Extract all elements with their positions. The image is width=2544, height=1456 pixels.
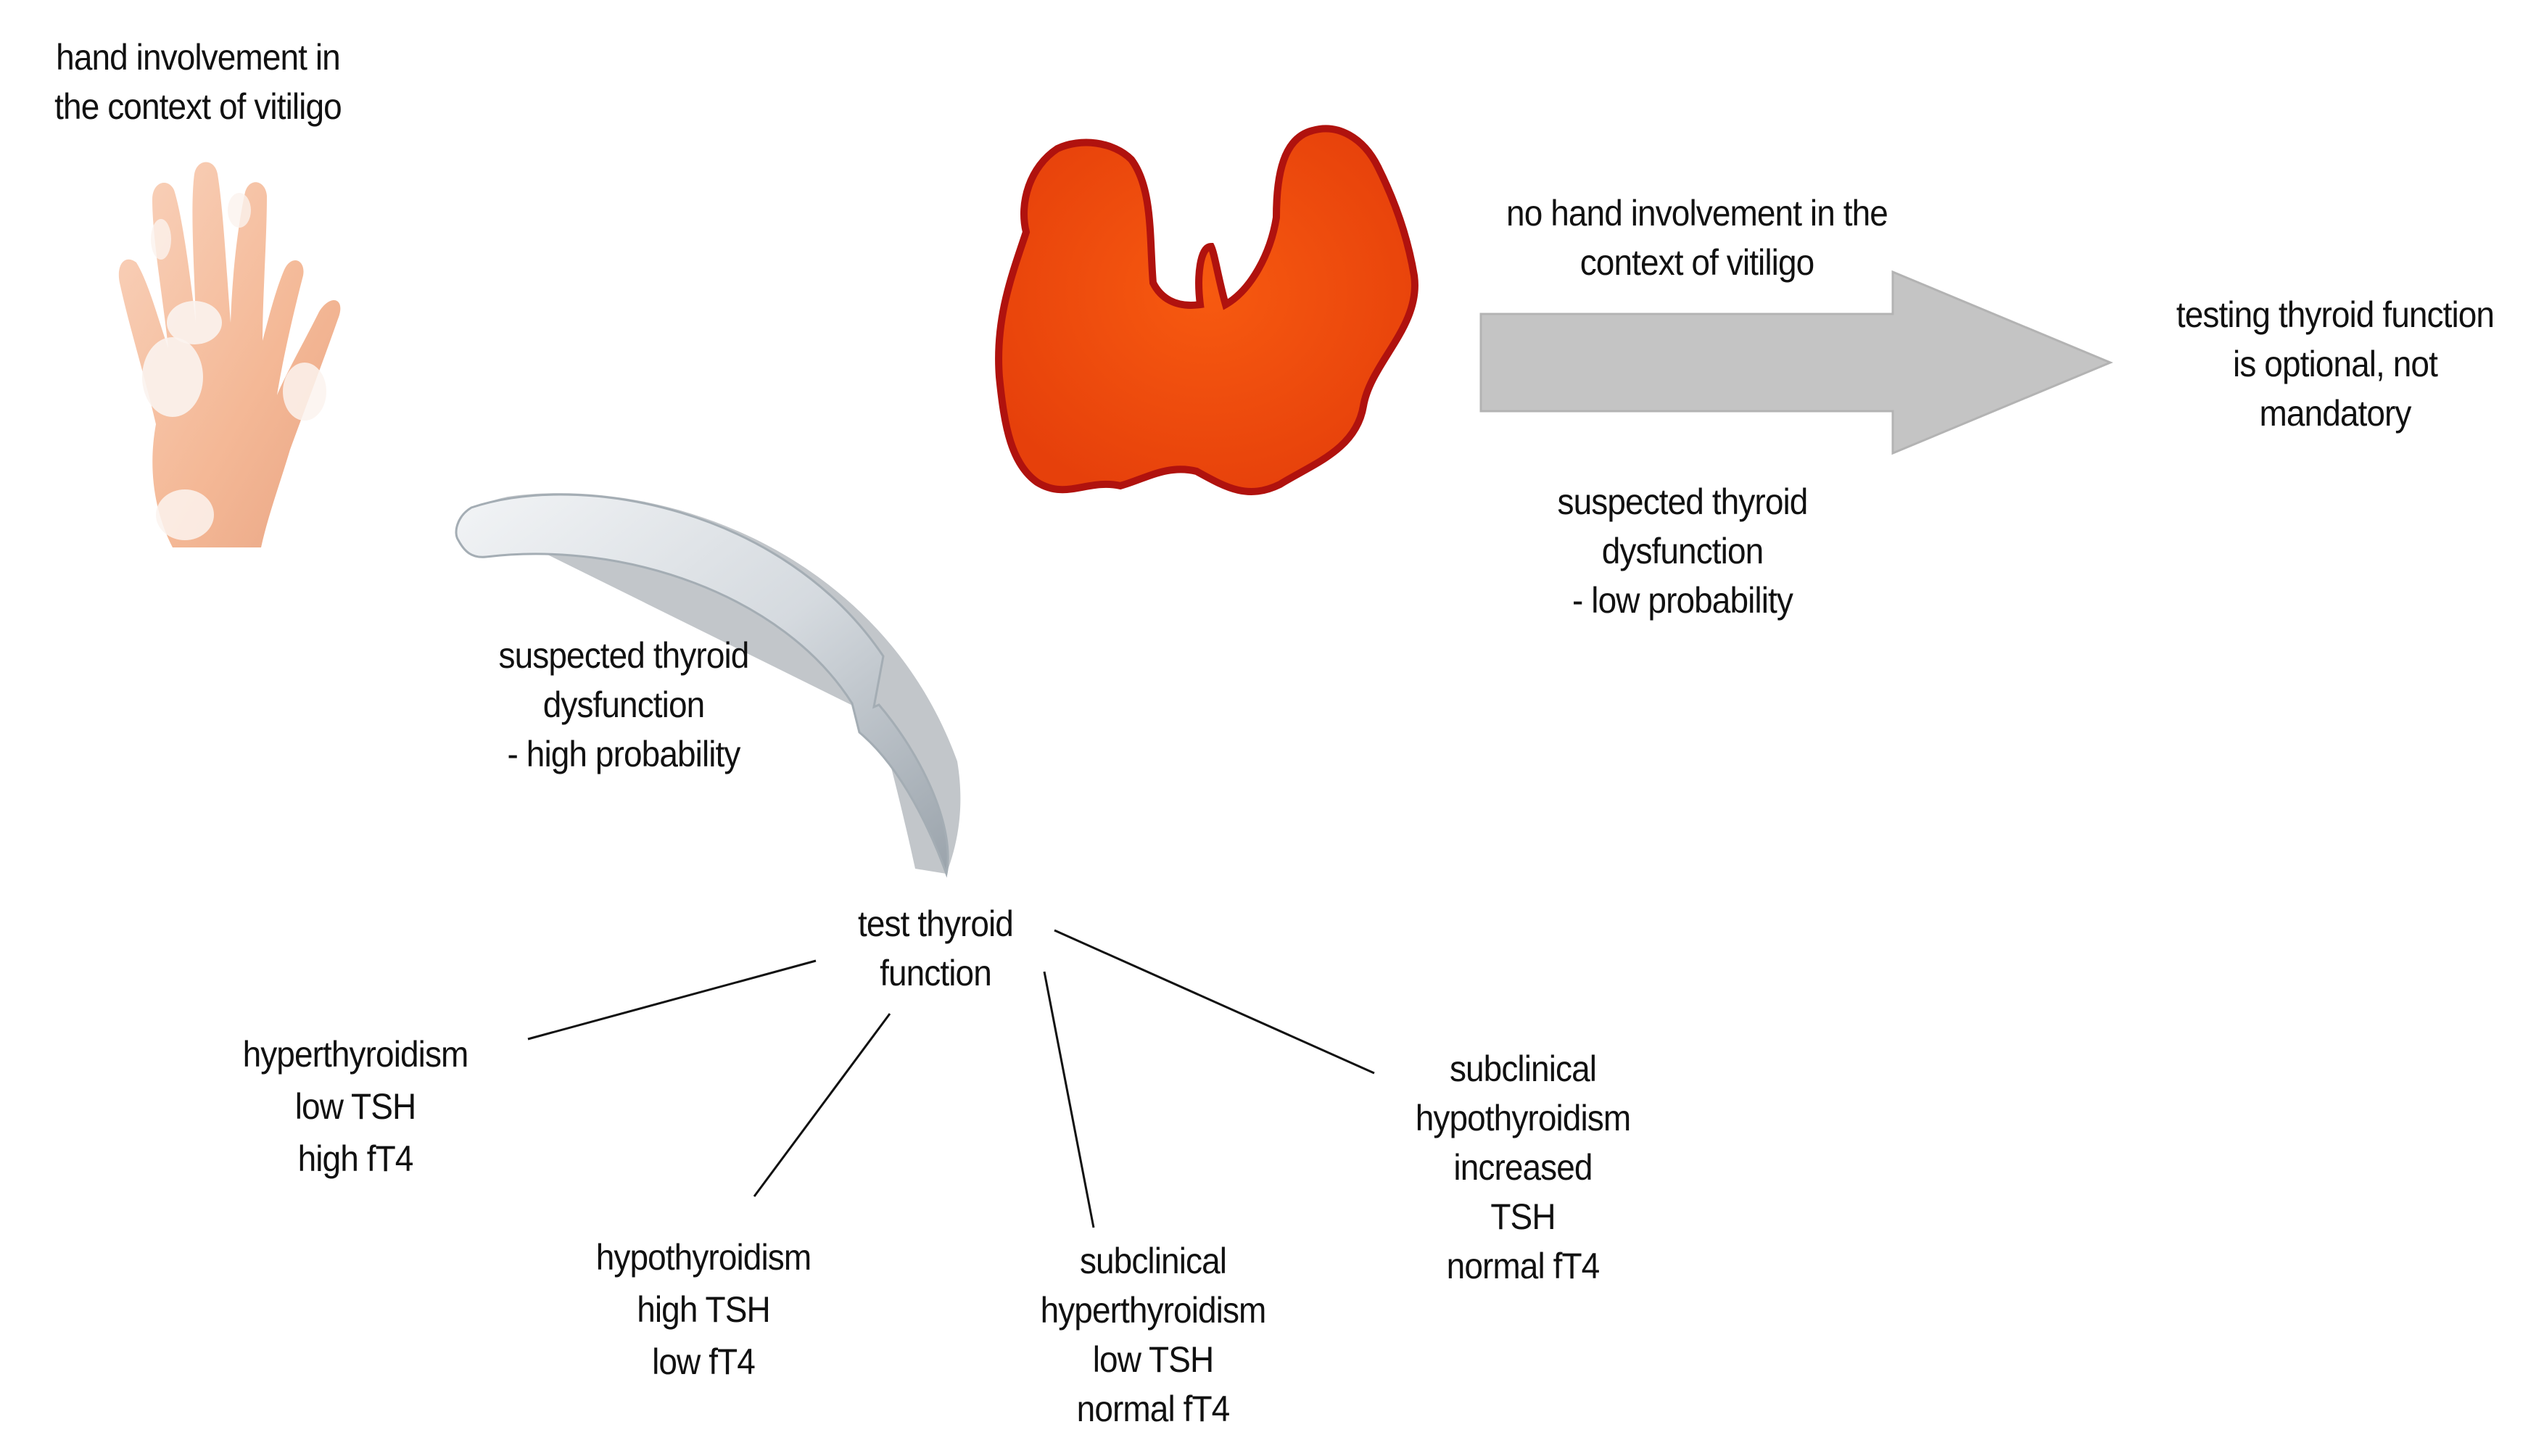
outcome-subclinical-hyperthyroidism: subclinical hyperthyroidism low TSH norm…	[1013, 1236, 1293, 1434]
vitiligo-patch	[156, 489, 214, 540]
outcome-ft4: high fT4	[297, 1138, 414, 1179]
outcome-hypothyroidism: hypothyroidism high TSH low fT4	[570, 1231, 837, 1388]
no-hand-involvement-label: no hand involvement in the context of vi…	[1470, 189, 1924, 287]
outcome-change: increased	[1453, 1147, 1593, 1188]
low-probability-line-2: dysfunction	[1601, 531, 1764, 571]
outcome-connectors	[527, 929, 1375, 1228]
optional-label-line-3: mandatory	[2259, 393, 2411, 434]
outcome-title-1: subclinical	[1449, 1048, 1597, 1089]
vitiligo-patch	[167, 301, 222, 344]
thyroid-shape	[995, 125, 1418, 495]
optional-testing-label: testing thyroid function is optional, no…	[2148, 290, 2522, 438]
test-label-line-1: test thyroid	[858, 903, 1014, 944]
high-probability-curved-arrow	[455, 493, 961, 878]
vitiligo-patch	[228, 193, 251, 228]
connector-hypothyroidism	[753, 1013, 891, 1197]
hand-involvement-label: hand involvement in the context of vitil…	[41, 33, 355, 131]
high-probability-label: suspected thyroid dysfunction - high pro…	[450, 631, 797, 779]
hand-label-line-1: hand involvement in	[56, 37, 341, 78]
vitiligo-patch	[142, 337, 203, 417]
no-hand-label-line-1: no hand involvement in the	[1506, 193, 1888, 233]
curved-arrow-body	[455, 493, 949, 878]
optional-label-line-1: testing thyroid function	[2176, 294, 2495, 335]
low-probability-label: suspected thyroid dysfunction - low prob…	[1509, 477, 1856, 625]
hand-label-line-2: the context of vitiligo	[54, 86, 342, 127]
hand-shape	[118, 162, 341, 547]
outcome-tsh: TSH	[1490, 1196, 1556, 1237]
hand-vitiligo-illustration	[118, 162, 341, 547]
connector-hyperthyroidism	[527, 959, 817, 1041]
connector-subclinical-hyperthyroidism	[1043, 971, 1095, 1228]
outcome-title: hyperthyroidism	[242, 1034, 469, 1075]
outcome-ft4: normal fT4	[1076, 1389, 1231, 1429]
low-probability-arrow	[1479, 270, 2113, 455]
test-thyroid-function-label: test thyroid function	[815, 899, 1055, 998]
outcome-title-2: hyperthyroidism	[1040, 1290, 1267, 1331]
no-hand-label-line-2: context of vitiligo	[1579, 242, 1815, 283]
outcome-title: hypothyroidism	[595, 1237, 811, 1278]
vitiligo-patch	[151, 219, 171, 260]
high-probability-line-3: - high probability	[507, 734, 741, 774]
vitiligo-patch	[283, 363, 326, 421]
outcome-ft4: normal fT4	[1446, 1246, 1601, 1286]
outcome-tsh: low TSH	[1092, 1339, 1214, 1380]
outcome-title-1: subclinical	[1079, 1241, 1227, 1281]
high-probability-line-2: dysfunction	[542, 684, 706, 725]
test-label-line-2: function	[880, 953, 992, 993]
low-probability-line-3: - low probability	[1572, 580, 1793, 621]
connector-subclinical-hypothyroidism	[1054, 929, 1375, 1075]
outcome-tsh: low TSH	[294, 1086, 416, 1127]
outcome-ft4: low fT4	[652, 1341, 756, 1382]
low-probability-line-1: suspected thyroid	[1557, 481, 1809, 522]
high-probability-line-1: suspected thyroid	[498, 635, 750, 676]
outcome-tsh: high TSH	[637, 1289, 770, 1330]
outcome-subclinical-hypothyroidism: subclinical hypothyroidism increased TSH…	[1383, 1044, 1663, 1291]
outcome-title-2: hypothyroidism	[1415, 1098, 1631, 1138]
thyroid-gland-illustration	[995, 125, 1418, 495]
outcome-hyperthyroidism: hyperthyroidism low TSH high fT4	[222, 1028, 489, 1185]
optional-label-line-2: is optional, not	[2233, 344, 2438, 384]
